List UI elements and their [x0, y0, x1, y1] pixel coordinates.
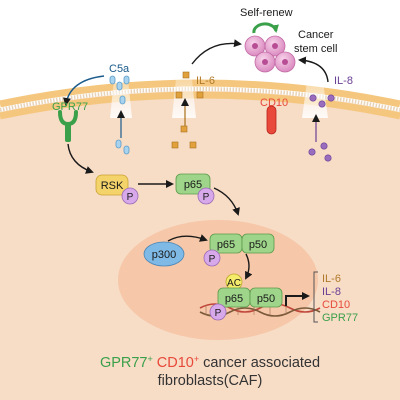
ac-label: AC — [227, 278, 241, 289]
il8-label: IL-8 — [334, 75, 353, 87]
p50-dna-label: p50 — [257, 293, 275, 305]
p300-to-complex-arrow — [167, 234, 208, 242]
caption-line-2: fibroblasts(CAF) — [157, 373, 263, 389]
p65-nucleus-phospho-label: P — [209, 254, 216, 265]
cancer-stem-cell-label-2: stem cell — [294, 43, 337, 55]
target-gene-il8: IL-8 — [322, 286, 341, 298]
cycle-arrow-icon — [252, 22, 279, 34]
cd10-label: CD10 — [260, 97, 288, 109]
cancer-stem-cell-cluster — [244, 35, 296, 73]
p300-protein — [143, 241, 185, 267]
caption-gpr77: GPR77 — [99, 355, 148, 371]
caption-line-1: GPR77+ CD10+ cancer associated — [60, 354, 360, 372]
target-gene-il6: IL-6 — [322, 273, 341, 285]
p65-cytoplasm-phospho — [197, 187, 215, 205]
il6-molecules — [171, 71, 204, 149]
il6-channel-glow — [172, 60, 196, 118]
p65-cytoplasm-label: p65 — [184, 179, 202, 191]
p65-dna-label: p65 — [225, 293, 243, 305]
p65-dna-phospho-label: P — [215, 308, 222, 319]
rsk-phospho — [121, 187, 139, 205]
p65-to-nucleus-arrow — [213, 187, 240, 216]
il8-molecules — [308, 94, 335, 162]
cd10-protein — [266, 105, 277, 135]
p65-cytoplasm-phospho-label: P — [203, 192, 210, 203]
complex-to-dna-arrow — [245, 253, 253, 280]
rsk-box — [95, 174, 129, 196]
p50-nucleus-label: p50 — [249, 239, 267, 251]
p65-nucleus-phospho — [203, 249, 221, 267]
p65-nucleus-label: p65 — [217, 239, 235, 251]
c5a-label: C5a — [109, 63, 130, 75]
caption-cd10: CD10 — [156, 355, 194, 371]
caption-plus-2: + — [193, 354, 200, 364]
target-gene-gpr77: GPR77 — [322, 312, 358, 324]
target-genes-bracket — [313, 271, 318, 323]
il8-to-stem-arrow — [298, 56, 329, 83]
gpr77-to-rsk-arrow — [67, 143, 94, 174]
c5a-molecules — [109, 75, 130, 155]
p50-dna-box — [249, 287, 283, 308]
il6-to-stem-arrow — [191, 39, 242, 65]
il6-label: IL-6 — [196, 75, 215, 87]
p50-nucleus-box — [241, 233, 275, 254]
p65-dna-phospho — [209, 303, 227, 321]
caption-plus-1: + — [147, 354, 153, 364]
self-renew-label: Self-renew — [240, 7, 293, 19]
target-gene-cd10: CD10 — [322, 299, 350, 311]
promoter-arrow-icon — [285, 292, 310, 306]
cancer-stem-cell-label-1: Cancer — [298, 29, 334, 41]
caf-caption: GPR77+ CD10+ cancer associated fibroblas… — [60, 354, 360, 390]
p300-label: p300 — [152, 249, 176, 261]
c5a-to-gpr77-arrow — [63, 75, 105, 106]
rsk-phospho-label: P — [127, 192, 134, 203]
gpr77-label: GPR77 — [52, 101, 88, 113]
caption-rest-line-1: cancer associated — [199, 355, 321, 371]
rsk-label: RSK — [101, 180, 124, 192]
receptor-icon — [58, 110, 78, 142]
